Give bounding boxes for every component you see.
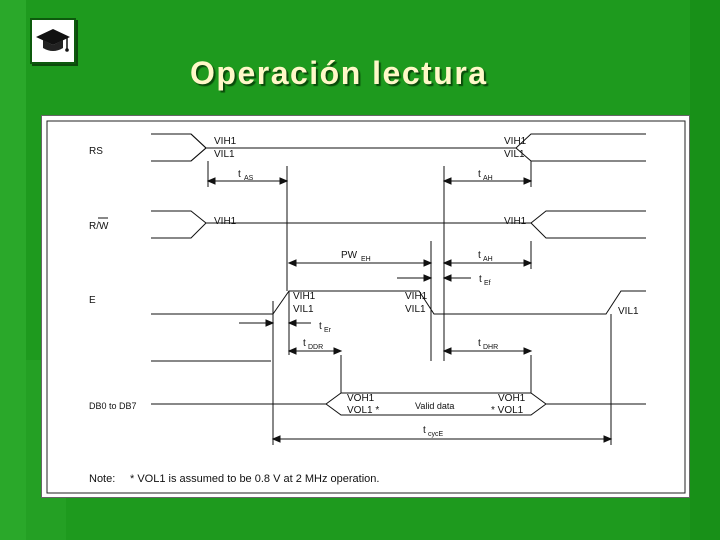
e-level-vih1-fall: VIH1	[405, 291, 428, 302]
e-waveform	[151, 290, 646, 315]
svg-text:t: t	[303, 338, 306, 349]
svg-text:t: t	[479, 274, 482, 285]
svg-text:DDR: DDR	[308, 344, 323, 351]
svg-text:DHR: DHR	[483, 344, 498, 351]
timing-tas: t AS	[206, 169, 289, 185]
signal-label-rw: R/W	[89, 221, 109, 232]
db-level-voh1-right: VOH1	[498, 393, 526, 404]
rw-level-vih1-left: VIH1	[214, 216, 237, 227]
timing-diagram: RS VIH1 VIL1 VIH1 VIL1 t AS t AH R/W	[46, 120, 686, 494]
db-waveform	[151, 392, 646, 416]
signal-label-rs: RS	[89, 146, 103, 157]
rs-level-vih1-right: VIH1	[504, 136, 527, 147]
timing-tcyce: t cycE	[271, 425, 613, 443]
rs-level-vil1-right: VIL1	[504, 149, 525, 160]
timing-tah-rw: t AH	[442, 250, 533, 267]
timing-pweh: PW EH	[287, 250, 433, 267]
rw-level-vih1-right: VIH1	[504, 216, 527, 227]
timing-tddr: t DDR	[287, 338, 343, 355]
graduation-cap-logo	[30, 18, 76, 64]
background-stripe-right	[690, 0, 720, 540]
db-level-voh1-left: VOH1	[347, 393, 375, 404]
rs-level-vil1-left: VIL1	[214, 149, 235, 160]
rw-waveform	[151, 210, 646, 239]
svg-text:cycE: cycE	[428, 431, 444, 438]
svg-text:PW: PW	[341, 250, 358, 261]
svg-text:t: t	[478, 250, 481, 261]
e-level-vil1-end: VIL1	[618, 306, 639, 317]
svg-text:t: t	[319, 321, 322, 332]
timing-ter: t Er	[239, 319, 332, 334]
rs-level-vih1-left: VIH1	[214, 136, 237, 147]
note-label: Note:	[89, 473, 115, 485]
db-level-vol1-right: * VOL1	[491, 405, 524, 416]
svg-text:t: t	[238, 169, 241, 180]
timing-diagram-frame: RS VIH1 VIL1 VIH1 VIL1 t AS t AH R/W	[41, 115, 690, 498]
svg-text:t: t	[478, 338, 481, 349]
background-stripe-left	[0, 0, 26, 540]
diagram-inner-border	[46, 120, 686, 494]
e-level-vih1-rise: VIH1	[293, 291, 316, 302]
svg-text:AH: AH	[483, 175, 493, 182]
timing-tef: t Ef	[397, 274, 491, 287]
svg-text:EH: EH	[361, 256, 371, 263]
svg-text:Er: Er	[324, 327, 332, 334]
graduation-cap-icon	[36, 29, 70, 52]
svg-text:t: t	[478, 169, 481, 180]
db-valid-data: Valid data	[415, 401, 454, 411]
signal-label-e: E	[89, 295, 96, 306]
db-level-vol1-left: VOL1 *	[347, 405, 379, 416]
e-level-vil1-rise: VIL1	[293, 304, 314, 315]
signal-label-db: DB0 to DB7	[89, 401, 137, 411]
svg-text:AS: AS	[244, 175, 254, 182]
e-level-vil1-fall: VIL1	[405, 304, 426, 315]
svg-text:Ef: Ef	[484, 280, 491, 287]
note-text: * VOL1 is assumed to be 0.8 V at 2 MHz o…	[130, 473, 379, 485]
reference-lines	[151, 161, 612, 445]
timing-tah-rs: t AH	[442, 169, 533, 185]
svg-text:t: t	[423, 425, 426, 436]
svg-text:AH: AH	[483, 256, 493, 263]
timing-tdhr: t DHR	[442, 338, 533, 355]
slide-title: Operación lectura	[190, 55, 488, 91]
